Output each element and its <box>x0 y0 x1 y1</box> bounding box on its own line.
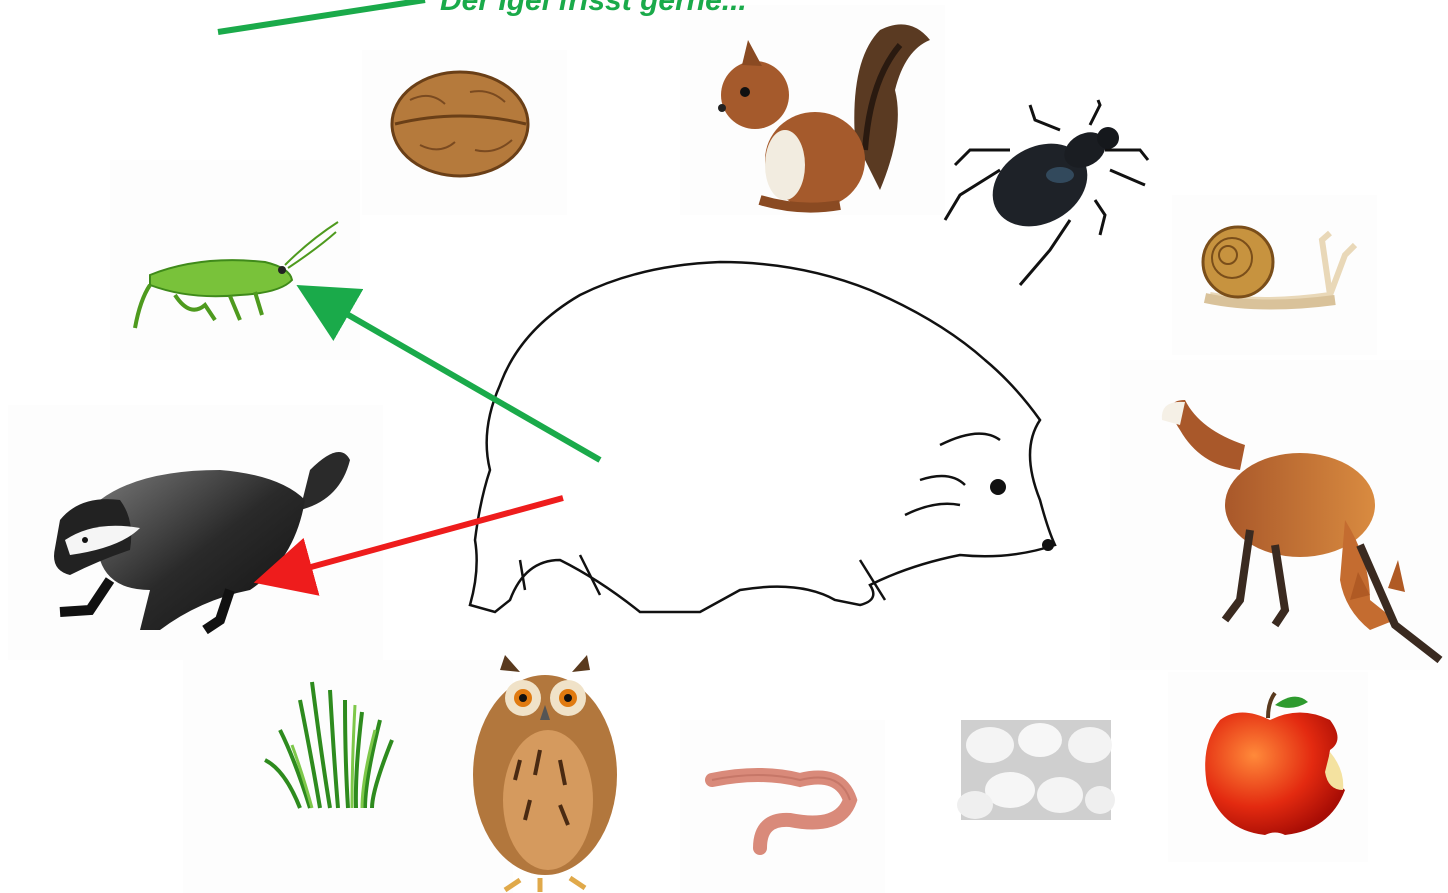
fox-image <box>1110 360 1448 670</box>
badger-image <box>8 405 383 660</box>
grass-image <box>183 660 513 893</box>
legend-arrow <box>218 0 425 32</box>
hedgehog-nose <box>1042 539 1054 551</box>
squirrel-image <box>680 5 945 215</box>
beetle-image <box>945 100 1148 285</box>
earthworm-image <box>680 720 885 893</box>
legend-text: Der Igel frisst gerne... <box>440 0 747 18</box>
eggs-image <box>957 720 1115 820</box>
snail-image <box>1172 195 1377 355</box>
apple-image <box>1168 672 1368 862</box>
walnut-image <box>362 50 567 215</box>
hedgehog-eye <box>990 479 1006 495</box>
grasshopper-image <box>110 160 360 360</box>
